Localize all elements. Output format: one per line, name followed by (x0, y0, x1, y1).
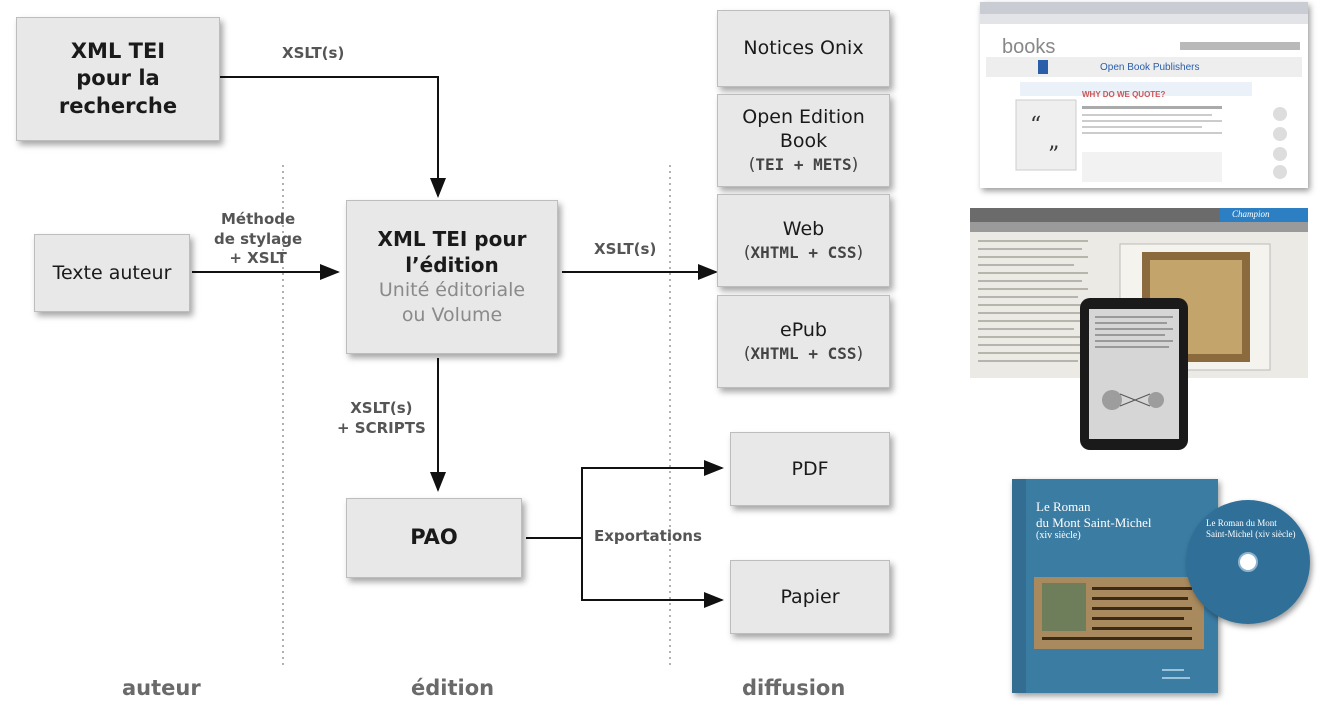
label-xslt-scripts: XSLT(s) + SCRIPTS (337, 399, 426, 437)
box-papier: Papier (730, 560, 890, 634)
web-page-illustration: “ ” (980, 2, 1308, 188)
cd-title: Le Roman du Mont Saint-Michel (xiv siècl… (1206, 518, 1296, 539)
arrow-pao-to-pdf (581, 460, 724, 538)
box-notices-onix-label: Notices Onix (743, 37, 864, 60)
book-illustration (1012, 479, 1218, 693)
box-xml-edition-line3: Unité éditoriale (378, 279, 526, 302)
box-pao: PAO (346, 498, 522, 578)
box-xml-tei-recherche-line1: XML TEI (70, 39, 166, 64)
box-xml-tei-recherche-line2: pour la recherche (58, 66, 178, 118)
svg-text:“: “ (1030, 113, 1041, 138)
cd-hole (1238, 552, 1258, 572)
box-epub-line1: ePub (780, 319, 827, 342)
box-epub: ePub (XHTML + CSS) (717, 295, 890, 388)
cd-disc: Le Roman du Mont Saint-Michel (xiv siècl… (1186, 500, 1310, 624)
box-open-edition-sub: (TEI + METS) (748, 155, 859, 176)
label-methode-stylage: Méthode de stylage + XSLT (214, 210, 303, 267)
box-web: Web (XHTML + CSS) (717, 194, 890, 287)
box-open-edition-line1: Open Edition Book (742, 105, 865, 153)
svg-text:”: ” (1048, 143, 1059, 168)
column-diffusion: diffusion (742, 676, 846, 700)
thumbnail-web-page: “ ” books Open Book Publishers WHY DO WE… (980, 2, 1308, 188)
book-title: Le Roman du Mont Saint-Michel (xiv siècl… (1036, 499, 1152, 542)
arrow-pao-to-papier (581, 538, 724, 608)
box-xml-edition-line4: ou Volume (401, 304, 503, 326)
box-xml-edition-line1: XML TEI pour (377, 227, 527, 252)
box-xml-edition-line2: l’édition (405, 253, 499, 278)
reader-brand: Champion (1232, 209, 1270, 219)
box-epub-sub: (XHTML + CSS) (743, 343, 864, 364)
box-xml-tei-recherche: XML TEI pour la recherche (16, 17, 220, 141)
reader-illustration (970, 208, 1308, 450)
web-page-publisher: Open Book Publishers (1100, 62, 1200, 73)
box-papier-label: Papier (780, 585, 840, 608)
box-pdf: PDF (730, 432, 890, 506)
column-auteur: auteur (122, 676, 201, 700)
label-exportations: Exportations (594, 527, 702, 545)
web-page-heading: WHY DO WE QUOTE? (1082, 90, 1166, 99)
box-open-edition-book: Open Edition Book (TEI + METS) (717, 94, 890, 187)
box-notices-onix: Notices Onix (717, 10, 890, 87)
box-web-sub: (XHTML + CSS) (743, 242, 864, 263)
arrow-recherche-to-edition (220, 76, 446, 198)
box-texte-auteur-label: Texte auteur (52, 261, 172, 284)
thumbnail-book: Le Roman du Mont Saint-Michel (xiv siècl… (1012, 479, 1218, 693)
box-xml-tei-edition: XML TEI pour l’édition Unité éditoriale … (346, 200, 558, 354)
box-pao-label: PAO (410, 525, 458, 550)
box-web-line1: Web (782, 218, 825, 241)
label-xslt-top: XSLT(s) (282, 44, 345, 62)
column-edition: édition (411, 676, 495, 700)
label-xslt-mid: XSLT(s) (594, 240, 657, 258)
web-page-logo: books (1002, 36, 1056, 58)
box-pdf-label: PDF (791, 457, 829, 480)
thumbnail-reader: Champion (970, 208, 1308, 452)
box-texte-auteur: Texte auteur (34, 234, 190, 312)
